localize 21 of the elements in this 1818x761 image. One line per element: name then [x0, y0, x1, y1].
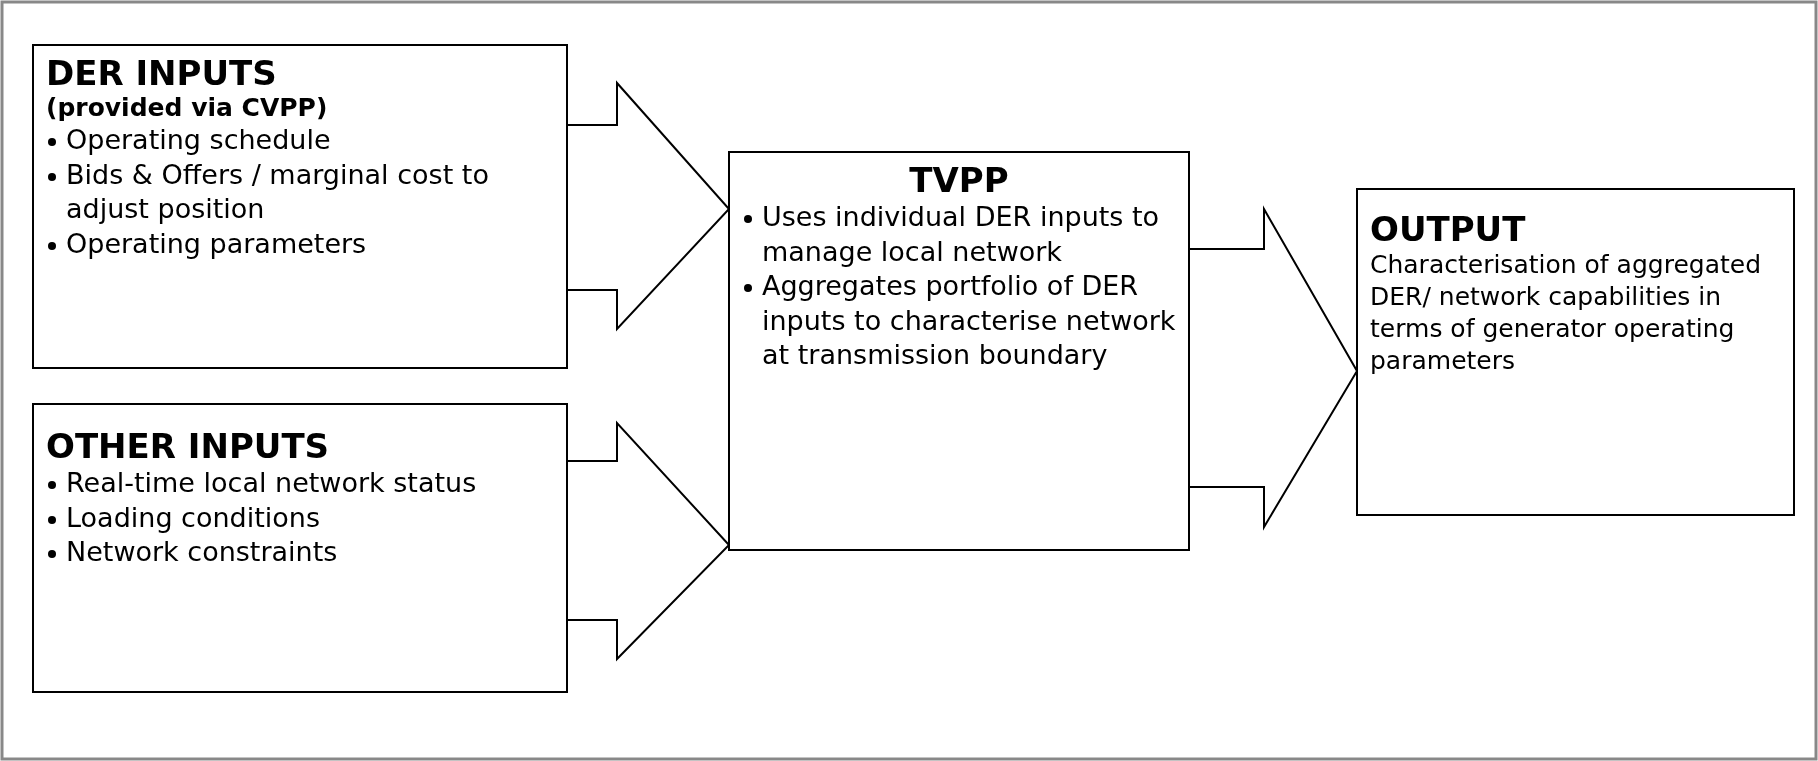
process-box	[728, 151, 1190, 551]
box-heading: DER INPUTS	[46, 54, 278, 94]
bullet-item: Real-time local network status	[46, 466, 554, 501]
process-box	[32, 44, 568, 369]
block-arrow	[566, 80, 731, 332]
box-heading: TVPP	[908, 161, 1010, 201]
box-heading: OTHER INPUTS	[46, 427, 331, 467]
bullet-item: Operating schedule	[46, 123, 554, 158]
bullet-item: Network constraints	[46, 535, 554, 570]
box-subheading: (provided via CVPP)	[46, 93, 329, 124]
block-arrow	[566, 420, 731, 662]
bullet-item: Aggregates portfolio of DER inputs to characterise network at transmission boundary	[742, 269, 1176, 373]
block-arrow	[1188, 205, 1359, 531]
process-box	[1356, 188, 1795, 516]
bullet-item: Operating parameters	[46, 226, 554, 262]
bullet-item: Loading conditions	[46, 500, 554, 536]
bullet-item: Uses individual DER inputs to manage local network	[742, 200, 1176, 270]
process-box	[32, 403, 568, 693]
box-description: Characterisation of aggregated DER/ network capabilities in terms of generator operating parameters	[1370, 249, 1762, 378]
box-heading: OUTPUT	[1370, 210, 1527, 250]
bullet-item: Bids & Offers / marginal cost to adjust position	[46, 157, 554, 227]
